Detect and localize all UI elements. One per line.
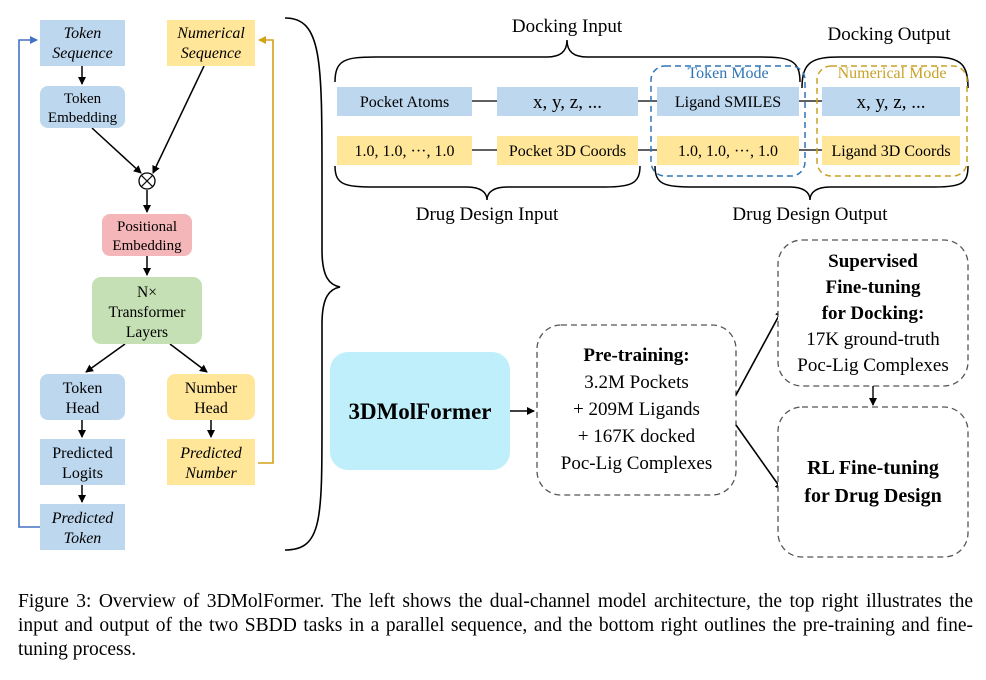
rl-box: RL Fine-tuning for Drug Design bbox=[777, 406, 969, 558]
arrow-pretraining-to-rl bbox=[735, 424, 783, 491]
arrow-embedding-to-combine bbox=[91, 127, 142, 174]
svg-text:Sequence: Sequence bbox=[181, 45, 241, 62]
svg-text:Numerical: Numerical bbox=[176, 25, 245, 42]
pocket-3d-coords-box: Pocket 3D Coords bbox=[497, 136, 638, 165]
predicted-number-box: Predicted Number bbox=[167, 439, 255, 485]
number-head-box: Number Head bbox=[167, 374, 255, 420]
drug-design-input-label: Drug Design Input bbox=[416, 204, 559, 225]
model-box: 3DMolFormer bbox=[330, 352, 510, 470]
section-brace bbox=[284, 17, 341, 551]
svg-text:Pre-training:: Pre-training: bbox=[583, 345, 689, 366]
svg-text:Poc-Lig Complexes: Poc-Lig Complexes bbox=[797, 355, 948, 376]
predicted-token-box: Predicted Token bbox=[40, 504, 125, 550]
svg-text:Embedding: Embedding bbox=[48, 110, 118, 126]
token-mode-frame bbox=[650, 65, 806, 177]
numerical-mode-frame bbox=[816, 65, 968, 177]
arrow-numseq-to-combine bbox=[152, 65, 205, 174]
arrow-pretraining-to-sft bbox=[735, 309, 783, 396]
drug-design-output-brace bbox=[654, 165, 969, 201]
model-architecture: Token Sequence Numerical Sequence Token … bbox=[18, 20, 274, 550]
ligand-coords-tokens-box: x, y, z, ... bbox=[822, 87, 960, 116]
svg-text:Supervised: Supervised bbox=[828, 251, 918, 272]
ligand-placeholder-numbers-box: 1.0, 1.0, ···, 1.0 bbox=[657, 136, 799, 165]
svg-text:1.0, 1.0, ···, 1.0: 1.0, 1.0, ···, 1.0 bbox=[355, 143, 455, 160]
token-mode-label: Token Mode bbox=[687, 65, 768, 82]
svg-text:Token: Token bbox=[64, 530, 102, 547]
training-process: 3DMolFormer Pre-training: 3.2M Pockets +… bbox=[330, 239, 969, 558]
svg-text:3.2M Pockets: 3.2M Pockets bbox=[584, 372, 689, 393]
svg-text:Transformer: Transformer bbox=[109, 304, 187, 321]
pocket-coords-tokens-box: x, y, z, ... bbox=[497, 87, 638, 116]
arrow-transformer-to-number-head bbox=[169, 343, 208, 373]
arrow-transformer-to-token-head bbox=[85, 343, 126, 373]
architecture-diagram: Token Sequence Numerical Sequence Token … bbox=[18, 16, 969, 558]
svg-text:Pocket 3D Coords: Pocket 3D Coords bbox=[509, 143, 626, 160]
svg-text:3DMolFormer: 3DMolFormer bbox=[348, 399, 491, 424]
svg-text:Token: Token bbox=[63, 380, 103, 397]
combine-operator bbox=[138, 172, 156, 190]
numerical-sequence-box: Numerical Sequence bbox=[167, 20, 255, 66]
svg-text:Predicted: Predicted bbox=[179, 445, 243, 462]
docking-output-brace bbox=[801, 56, 969, 89]
svg-text:for Drug Design: for Drug Design bbox=[804, 485, 941, 507]
positional-embedding-box: Positional Embedding bbox=[102, 214, 192, 256]
svg-text:x, y, z, ...: x, y, z, ... bbox=[533, 92, 602, 113]
svg-text:Token: Token bbox=[64, 91, 102, 107]
token-embedding-box: Token Embedding bbox=[40, 86, 125, 128]
svg-text:Pocket Atoms: Pocket Atoms bbox=[360, 94, 449, 111]
numerical-mode-label: Numerical Mode bbox=[838, 65, 947, 82]
ligand-3d-coords-box: Ligand 3D Coords bbox=[822, 136, 960, 165]
drug-design-output-label: Drug Design Output bbox=[732, 204, 888, 225]
number-feedback-arrow bbox=[258, 36, 274, 464]
svg-text:1.0, 1.0, ···, 1.0: 1.0, 1.0, ···, 1.0 bbox=[678, 143, 778, 160]
figure-caption: Figure 3: Overview of 3DMolFormer. The l… bbox=[18, 591, 973, 660]
svg-text:RL Fine-tuning: RL Fine-tuning bbox=[807, 457, 939, 479]
sequence-panel: Docking Input Docking Output Pocket Atom… bbox=[334, 16, 969, 225]
svg-text:Head: Head bbox=[194, 400, 228, 417]
svg-text:Predicted: Predicted bbox=[52, 445, 112, 462]
pretraining-box: Pre-training: 3.2M Pockets + 209M Ligand… bbox=[536, 324, 737, 496]
svg-text:Ligand 3D Coords: Ligand 3D Coords bbox=[831, 143, 950, 160]
sft-box: Supervised Fine-tuning for Docking: 17K … bbox=[777, 239, 969, 387]
svg-text:Ligand SMILES: Ligand SMILES bbox=[675, 94, 781, 111]
docking-input-brace bbox=[334, 39, 801, 83]
svg-text:+ 167K docked: + 167K docked bbox=[578, 426, 696, 447]
svg-text:Predicted: Predicted bbox=[51, 510, 115, 527]
predicted-logits-box: Predicted Logits bbox=[40, 439, 125, 485]
svg-text:Poc-Lig Complexes: Poc-Lig Complexes bbox=[561, 453, 712, 474]
ligand-smiles-box: Ligand SMILES bbox=[657, 87, 799, 116]
svg-text:x, y, z, ...: x, y, z, ... bbox=[857, 92, 926, 113]
drug-design-input-brace bbox=[334, 165, 641, 201]
svg-text:+ 209M Ligands: + 209M Ligands bbox=[573, 399, 700, 420]
svg-text:Logits: Logits bbox=[62, 465, 103, 482]
svg-text:Sequence: Sequence bbox=[52, 45, 112, 62]
svg-text:Token: Token bbox=[64, 25, 102, 42]
svg-text:Positional: Positional bbox=[117, 219, 177, 235]
svg-text:Number: Number bbox=[185, 380, 238, 397]
svg-text:17K ground-truth: 17K ground-truth bbox=[806, 329, 940, 350]
transformer-layers-box: N× Transformer Layers bbox=[92, 277, 202, 344]
svg-text:Layers: Layers bbox=[126, 324, 168, 341]
token-sequence-box: Token Sequence bbox=[40, 20, 125, 66]
svg-text:Head: Head bbox=[66, 400, 100, 417]
pocket-atoms-box: Pocket Atoms bbox=[337, 87, 472, 116]
token-head-box: Token Head bbox=[40, 374, 125, 420]
svg-text:for Docking:: for Docking: bbox=[822, 303, 925, 324]
pocket-placeholder-numbers-box: 1.0, 1.0, ···, 1.0 bbox=[337, 136, 472, 165]
token-feedback-arrow bbox=[18, 36, 42, 528]
svg-text:Number: Number bbox=[184, 465, 237, 482]
svg-text:N×: N× bbox=[137, 284, 157, 301]
svg-text:Embedding: Embedding bbox=[112, 238, 182, 254]
docking-input-label: Docking Input bbox=[512, 16, 623, 37]
docking-output-label: Docking Output bbox=[828, 24, 952, 45]
svg-text:Fine-tuning: Fine-tuning bbox=[825, 277, 921, 298]
